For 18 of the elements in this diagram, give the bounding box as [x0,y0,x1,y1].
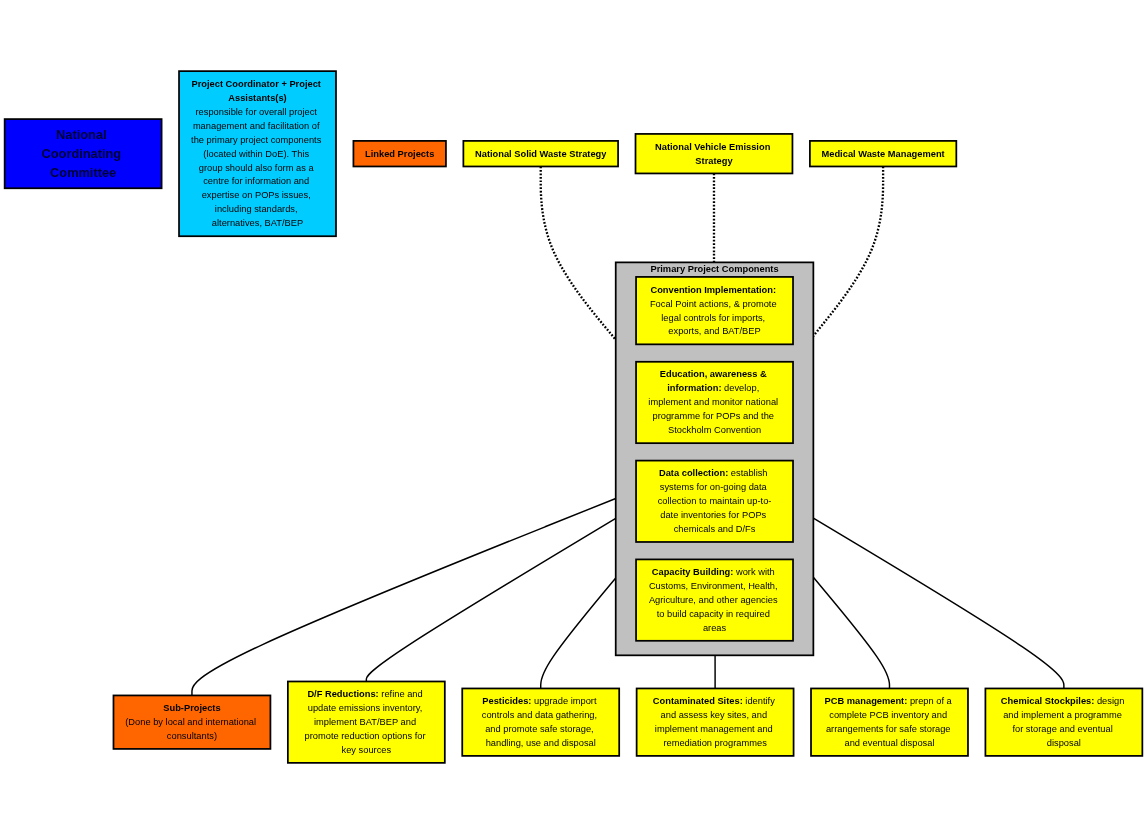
node-box: Data collection: establish systems for on-going data collection to maintain up-to-date inventories for POPs chemicals and D/Fs [635,459,794,543]
connector [712,173,716,263]
node-box: National Vehicle Emission Strategy [634,133,794,175]
node-box: Sub-Projects (Done by local and international consultants) [112,694,272,750]
node-box: Medical Waste Management [809,140,958,168]
node-box: Project Coordinator + Project Assistants(s) responsible for overall project management and facilitation of the primary project components (located within DoE). This group should also form as a centre for information and expertise on POPs issues, including standards, alternatives, BAT/BEP [178,70,337,238]
node-box: Linked Projects [352,140,447,168]
node-box: Convention Implementation: Focal Point actions, & promote legal controls for imports, exports, and BAT/BEP [635,276,794,346]
node-box: Capacity Building: work with Customs, Environment, Health, Agriculture, and other agencies to build capacity in required areas [635,558,794,642]
node-box: D/F Reductions: refine and update emissions inventory, implement BAT/BEP and promote reduction options for key sources [287,680,446,764]
node-box: Chemical Stockpiles: design and implement a programme for storage and eventual disposal [984,687,1144,757]
node-box: PCB management: prepn of a complete PCB inventory and arrangements for safe storage and eventual disposal [810,687,969,757]
node-box: Contaminated Sites: identify and assess key sites, and implement management and remediation programmes [635,687,795,757]
node-box: Pesticides: upgrade import controls and data gathering, and promote safe storage, handling, use and disposal [461,687,621,757]
node-box: Education, awareness & information: develop, implement and monitor national programme for POPs and the Stockholm Convention [635,360,794,445]
node-box: National Solid Waste Strategy [462,140,619,168]
node-box: National Coordinating Committee [3,118,163,190]
connector [714,654,716,690]
